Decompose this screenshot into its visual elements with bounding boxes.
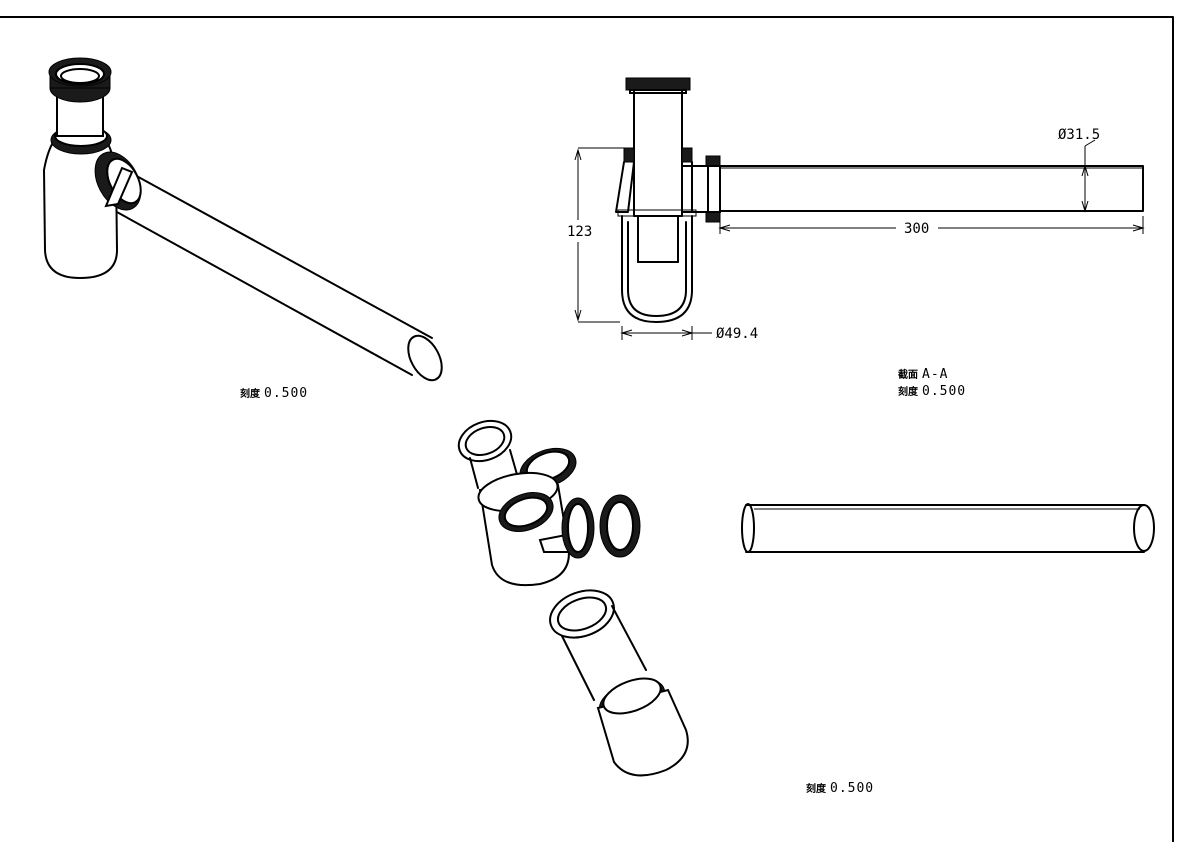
isometric-view xyxy=(43,57,443,382)
dim-tube-length: 300 xyxy=(904,221,929,237)
section-view: 123 Ø49.4 300 Ø31.5 xyxy=(567,77,1145,342)
tube-view xyxy=(741,503,1155,553)
dim-tube-diameter: Ø31.5 xyxy=(1058,127,1100,143)
dim-body-diameter: Ø49.4 xyxy=(716,326,758,342)
sheet-border xyxy=(0,16,1174,842)
exploded-view xyxy=(457,419,689,777)
dim-height: 123 xyxy=(567,224,592,240)
